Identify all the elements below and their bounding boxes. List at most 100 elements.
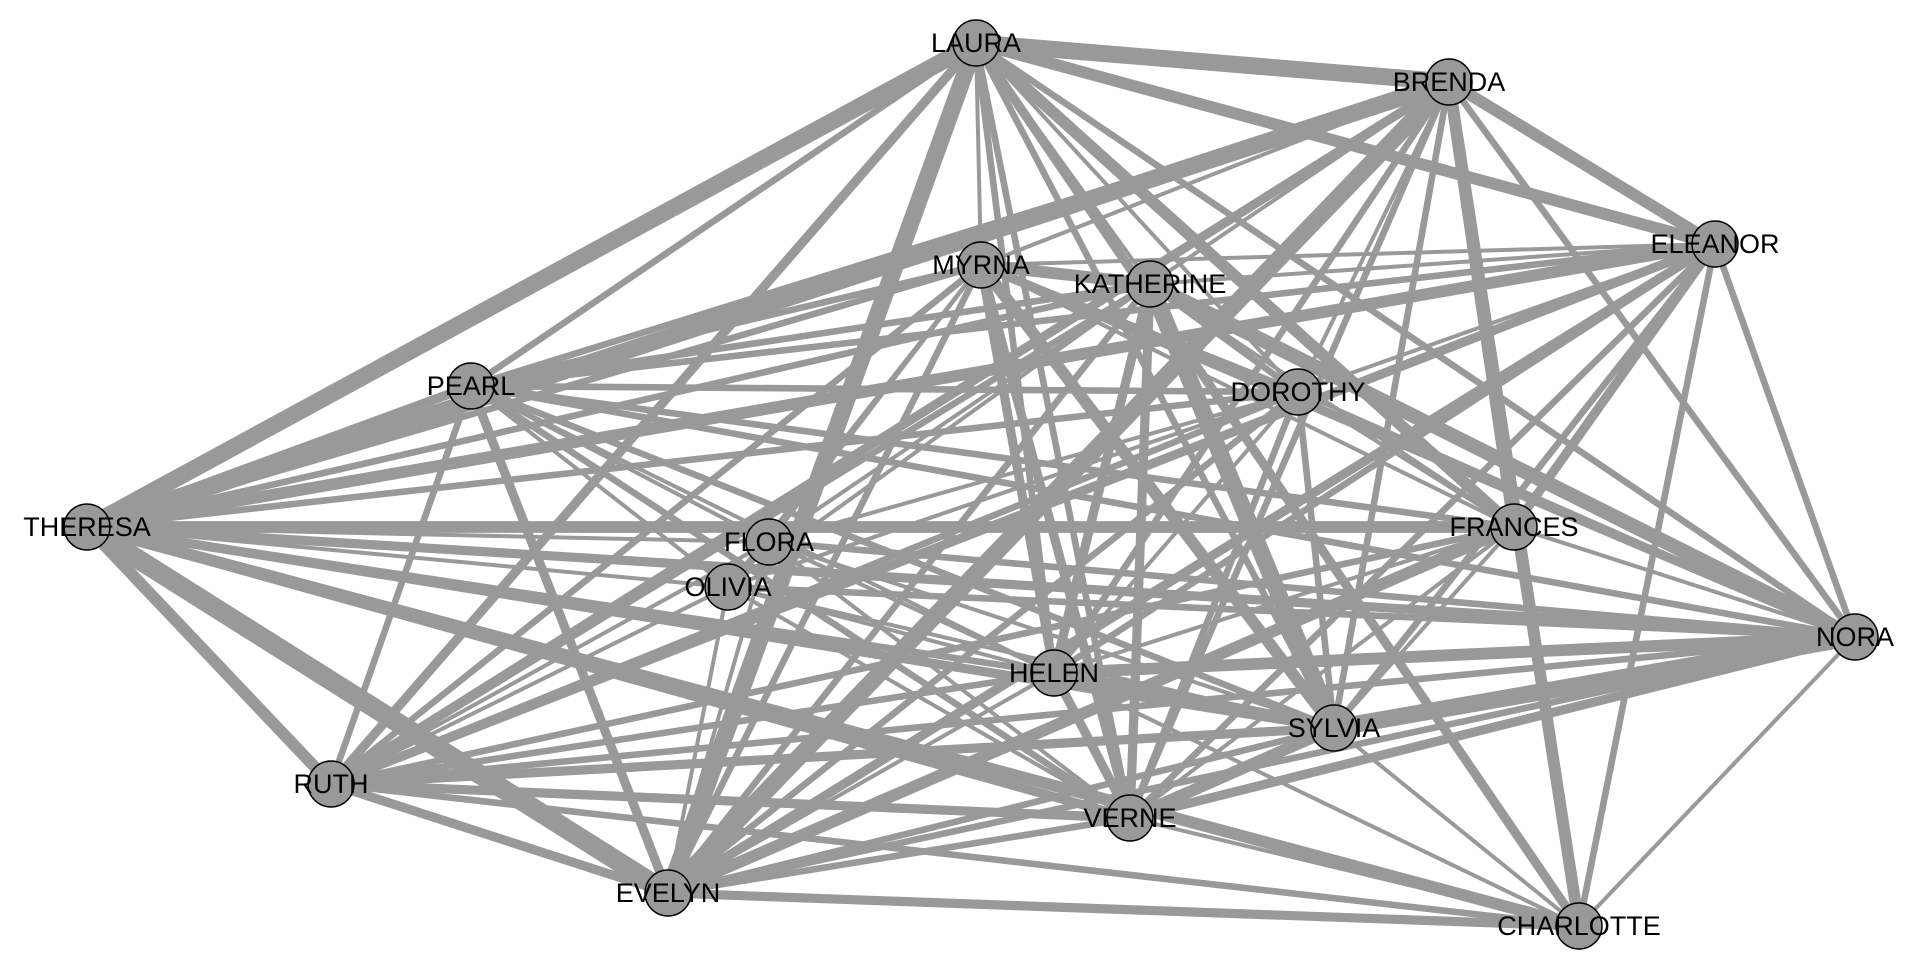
edge-frances-pearl: [470, 382, 1515, 531]
edge-pearl-katherine: [470, 280, 1151, 390]
node-frances[interactable]: [1490, 503, 1538, 551]
edge-nora-olivia: [727, 583, 1856, 641]
edge-brenda-dorothy: [1296, 81, 1451, 393]
node-label-dorothy: DOROTHY: [1231, 377, 1366, 407]
node-charlotte[interactable]: [1555, 902, 1603, 950]
edge-evelyn-olivia: [666, 586, 730, 894]
node-label-flora: FLORA: [724, 527, 814, 557]
edge-brenda-nora: [1446, 80, 1858, 639]
edge-myrna-katherine: [980, 259, 1151, 290]
node-label-charlotte: CHARLOTTE: [1497, 911, 1661, 941]
node-katherine[interactable]: [1126, 260, 1174, 308]
edge-charlotte-eleanor: [1575, 243, 1719, 927]
edge-evelyn-myrna: [665, 263, 984, 895]
edge-katherine-dorothy: [1148, 281, 1300, 395]
edge-theresa-pearl: [85, 381, 473, 532]
edge-eleanor-verne: [1127, 241, 1718, 821]
edge-laura-pearl: [469, 40, 978, 389]
node-label-myrna: MYRNA: [932, 250, 1030, 280]
edge-charlotte-frances: [1510, 526, 1583, 927]
edge-ruth-sylvia: [330, 723, 1335, 789]
edge-evelyn-eleanor: [665, 240, 1718, 897]
node-evelyn[interactable]: [644, 869, 692, 917]
edge-nora-helen: [1053, 631, 1856, 679]
edge-charlotte-verne: [1129, 816, 1580, 928]
node-verne[interactable]: [1106, 794, 1154, 842]
edge-myrna-flora: [767, 263, 983, 544]
edge-myrna-sylvia: [976, 261, 1339, 732]
node-myrna[interactable]: [957, 241, 1005, 289]
edge-evelyn-theresa: [81, 518, 674, 902]
edge-katherine-sylvia: [1142, 280, 1342, 732]
edge-ruth-helen: [330, 669, 1055, 788]
edge-frances-myrna: [980, 263, 1515, 529]
node-eleanor[interactable]: [1691, 220, 1739, 268]
edge-laura-theresa: [82, 35, 981, 535]
edge-katherine-helen: [1049, 282, 1155, 675]
edge-brenda-pearl: [470, 78, 1450, 390]
node-sylvia[interactable]: [1310, 704, 1358, 752]
edge-ruth-olivia: [330, 585, 729, 786]
edge-charlotte-ruth: [330, 780, 1580, 930]
edge-theresa-ruth: [82, 522, 336, 789]
edge-katherine-nora: [1146, 277, 1859, 644]
edge-ruth-myrna: [328, 262, 984, 787]
edge-verne-nora: [1128, 632, 1857, 823]
edge-eleanor-nora: [1711, 242, 1859, 639]
node-label-pearl: PEARL: [427, 371, 516, 401]
edges-layer: [81, 34, 1859, 932]
node-label-brenda: BRENDA: [1393, 67, 1506, 97]
labels-layer: EVELYNLAURATHERESABRENDACHARLOTTEFRANCES…: [23, 28, 1894, 941]
edge-theresa-flora: [86, 525, 770, 544]
node-label-verne: VERNE: [1083, 803, 1176, 833]
node-label-frances: FRANCES: [1449, 512, 1578, 542]
edge-charlotte-helen: [1053, 671, 1580, 928]
edge-dorothy-olivia: [727, 390, 1299, 589]
node-laura[interactable]: [952, 19, 1000, 67]
node-olivia[interactable]: [704, 563, 752, 611]
edge-pearl-ruth: [327, 384, 475, 786]
edge-eleanor-dorothy: [1297, 242, 1716, 394]
node-theresa[interactable]: [63, 503, 111, 551]
edge-helen-olivia: [727, 585, 1055, 675]
edge-brenda-eleanor: [1445, 76, 1719, 250]
edge-sylvia-nora: [1332, 628, 1857, 737]
edge-laura-katherine: [974, 41, 1152, 286]
node-label-katherine: KATHERINE: [1074, 269, 1227, 299]
edge-verne-olivia: [727, 585, 1131, 820]
edge-verne-dorothy: [1126, 390, 1302, 820]
edge-nora-dorothy: [1297, 390, 1856, 639]
edge-sylvia-flora: [768, 540, 1335, 730]
edge-verne-helen: [1049, 670, 1135, 821]
node-brenda[interactable]: [1425, 58, 1473, 106]
edge-evelyn-charlotte: [667, 888, 1580, 931]
node-ruth[interactable]: [307, 760, 355, 808]
edge-katherine-olivia: [726, 282, 1152, 589]
node-dorothy[interactable]: [1274, 368, 1322, 416]
edge-laura-brenda: [975, 34, 1450, 91]
edge-verne-katherine: [1125, 283, 1155, 819]
node-helen[interactable]: [1030, 649, 1078, 697]
edge-evelyn-verne: [667, 814, 1131, 897]
node-label-eleanor: ELEANOR: [1650, 229, 1779, 259]
edge-pearl-myrna: [470, 261, 982, 390]
node-pearl[interactable]: [447, 362, 495, 410]
edge-dorothy-flora: [768, 390, 1299, 544]
node-nora[interactable]: [1831, 613, 1879, 661]
edge-evelyn-ruth: [329, 779, 670, 898]
node-label-evelyn: EVELYN: [616, 878, 721, 908]
node-label-nora: NORA: [1816, 622, 1894, 652]
edge-verne-sylvia: [1127, 722, 1337, 824]
edge-brenda-myrna: [980, 80, 1450, 267]
edge-theresa-eleanor: [85, 238, 1717, 533]
node-flora[interactable]: [745, 518, 793, 566]
edge-sylvia-dorothy: [1294, 391, 1338, 729]
edge-ruth-nora: [330, 633, 1856, 788]
edge-frances-nora: [1513, 525, 1856, 639]
edge-katherine-flora: [767, 282, 1152, 544]
edge-myrna-helen: [976, 264, 1059, 674]
edge-pearl-flora: [470, 384, 770, 544]
edge-helen-dorothy: [1052, 390, 1300, 675]
